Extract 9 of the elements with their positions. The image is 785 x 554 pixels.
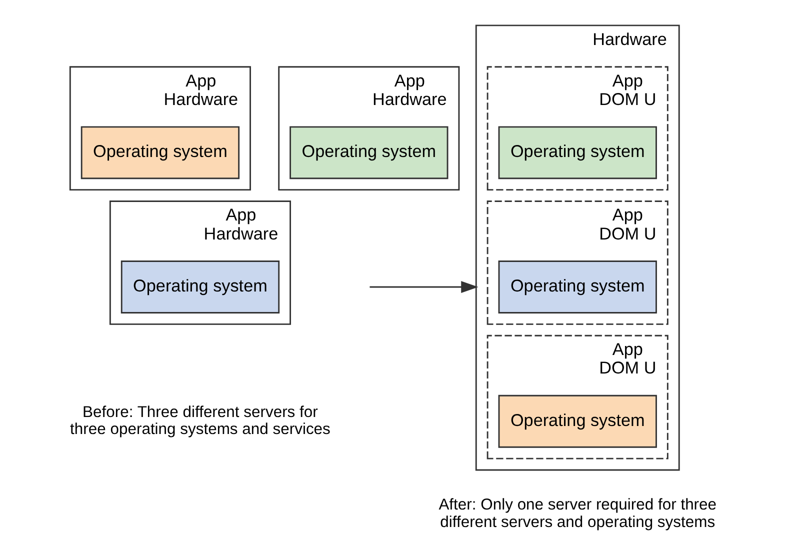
node-box: Operating system: [80, 126, 240, 180]
node-box: Operating system: [498, 394, 657, 448]
label: After: Only one server required for three different servers and operating systems: [438, 496, 717, 531]
arrow: [370, 281, 478, 294]
node-box: Operating system: [498, 126, 657, 180]
node-box: Operating system: [120, 260, 280, 314]
node-box: Operating system: [290, 126, 448, 180]
node-box: Operating system: [498, 260, 657, 314]
label: Before: Three different servers for three operating systems and services: [70, 404, 330, 438]
